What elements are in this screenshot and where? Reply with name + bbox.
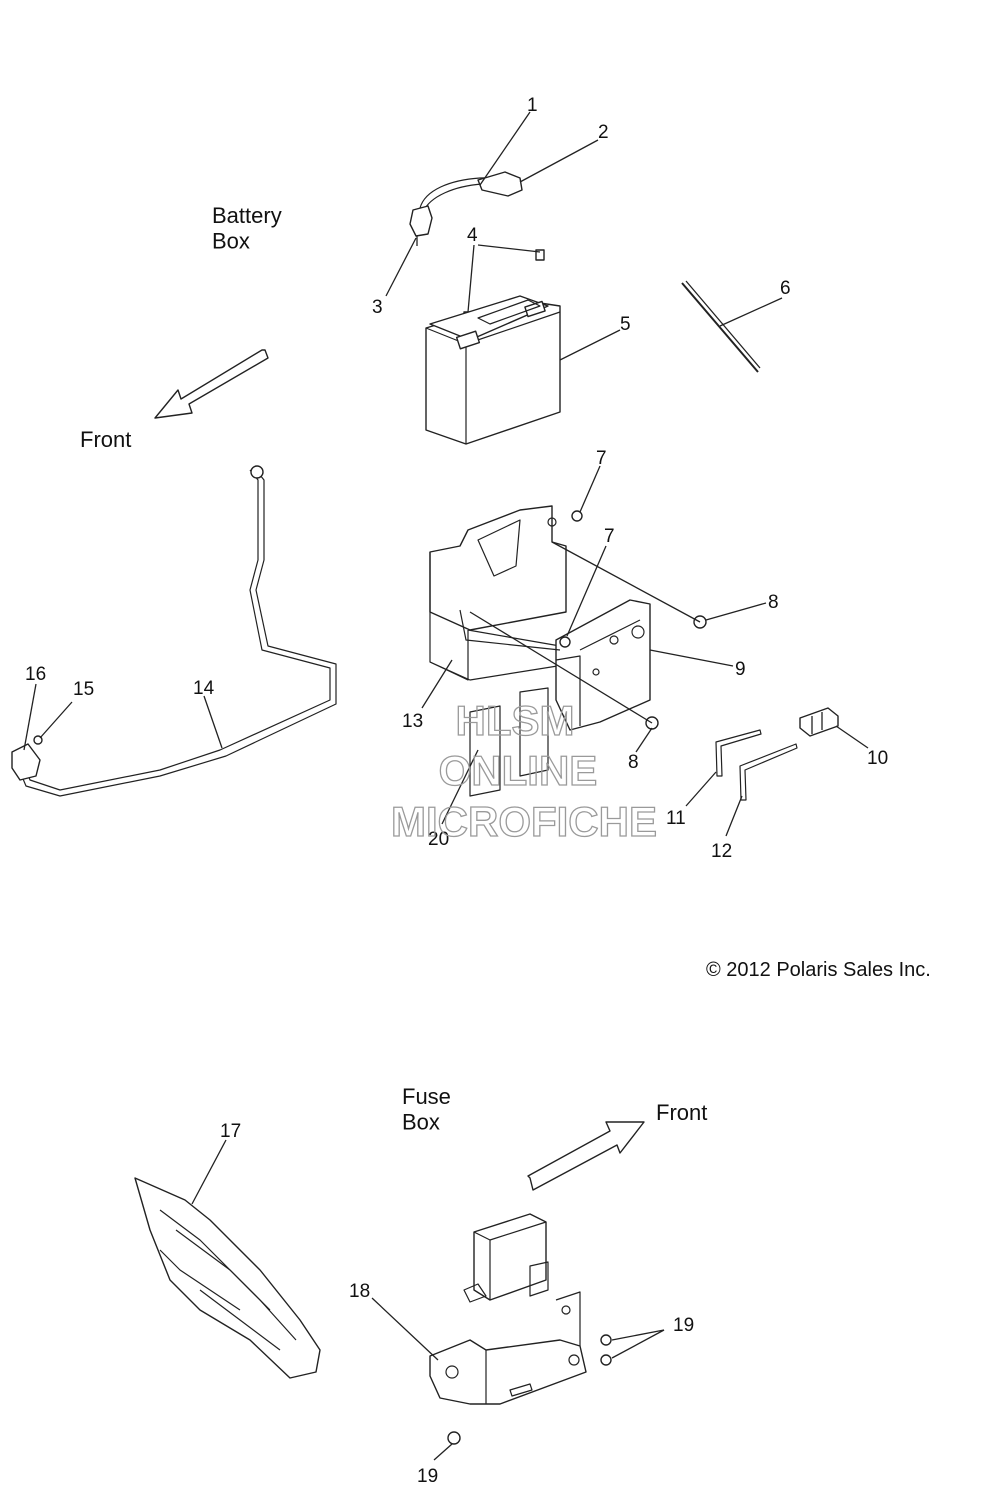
battery-pads [469,687,549,797]
cable-tie [681,280,761,373]
leader-lines [23,111,869,1461]
callout-12: 12 [711,841,732,862]
fuse-box-bolt-19b [447,1431,461,1445]
callout-2: 2 [598,122,609,143]
watermark: HLSM ONLINE MICROFICHE [390,696,657,845]
callout-20: 20 [428,829,449,850]
callout-19-right: 19 [673,1315,694,1336]
callout-8-lower: 8 [628,752,639,773]
battery-cable-harness [409,171,523,246]
callout-6: 6 [780,278,791,299]
callout-11: 11 [666,808,686,829]
fuse-box-unit [463,1213,549,1303]
callout-3: 3 [372,297,383,318]
copyright-notice: © 2012 Polaris Sales Inc. [706,959,931,981]
watermark-line1: HLSM [456,697,575,744]
callout-4: 4 [467,225,478,246]
callout-1: 1 [527,95,538,116]
callout-5: 5 [620,314,631,335]
ground-cable [11,465,337,797]
callout-15: 15 [73,679,94,700]
allen-key-12 [739,743,798,801]
battery [425,295,561,445]
callout-8-right: 8 [768,592,779,613]
fuse-box-bracket [429,1291,587,1405]
callout-14: 14 [193,678,215,699]
front-arrow-left [154,349,269,419]
front-label-bottom: Front [656,1100,707,1125]
bolt-7b [559,636,571,648]
bolt-7a [571,510,583,522]
callout-18: 18 [349,1281,370,1302]
callout-10: 10 [867,748,888,769]
callout-7-lower: 7 [604,526,615,547]
fuse-holder [799,707,839,737]
callout-17: 17 [220,1121,241,1142]
front-label-top: Front [80,427,131,452]
allen-key-11 [715,729,762,777]
callout-13: 13 [402,711,423,732]
fuse-box-bolt-19a [600,1334,612,1366]
fuse-box-cover-panel [134,1177,321,1379]
callout-7-upper: 7 [596,448,607,469]
callout-19-lower: 19 [417,1466,438,1487]
front-arrow-right [527,1121,645,1191]
watermark-line2: ONLINE [439,747,598,794]
watermark-line3: MICROFICHE [391,798,657,845]
callout-9: 9 [735,659,746,680]
callout-16: 16 [25,664,46,685]
